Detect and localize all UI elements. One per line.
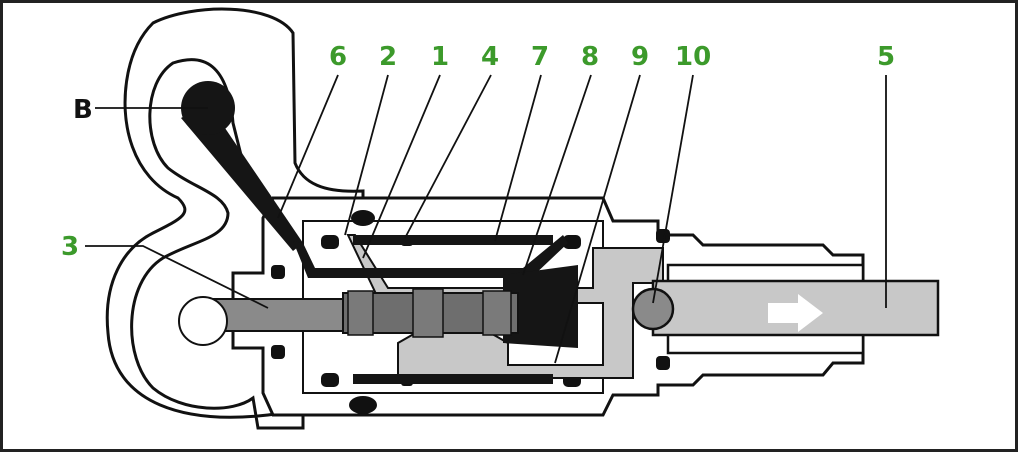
check-valve-ball bbox=[631, 287, 675, 331]
label-7: 7 bbox=[531, 42, 549, 72]
label-5: 5 bbox=[877, 42, 895, 72]
label-3: 3 bbox=[61, 232, 79, 262]
label-9: 9 bbox=[631, 42, 649, 72]
black-channel bbox=[181, 103, 578, 384]
labels: B 6 2 1 4 7 8 9 10 5 3 bbox=[61, 42, 895, 262]
valve-cross-section: B 6 2 1 4 7 8 9 10 5 3 bbox=[61, 7, 940, 430]
leader-lines bbox=[85, 74, 887, 364]
label-4: 4 bbox=[481, 42, 499, 72]
label-8: 8 bbox=[581, 42, 599, 72]
right-arrow-icon bbox=[768, 294, 823, 332]
piston-rod bbox=[178, 288, 519, 346]
label-B: B bbox=[73, 95, 93, 125]
label-10: 10 bbox=[675, 42, 711, 72]
label-1: 1 bbox=[431, 42, 449, 72]
gray-channel bbox=[346, 234, 940, 379]
label-2: 2 bbox=[379, 42, 397, 72]
label-6: 6 bbox=[329, 42, 347, 72]
